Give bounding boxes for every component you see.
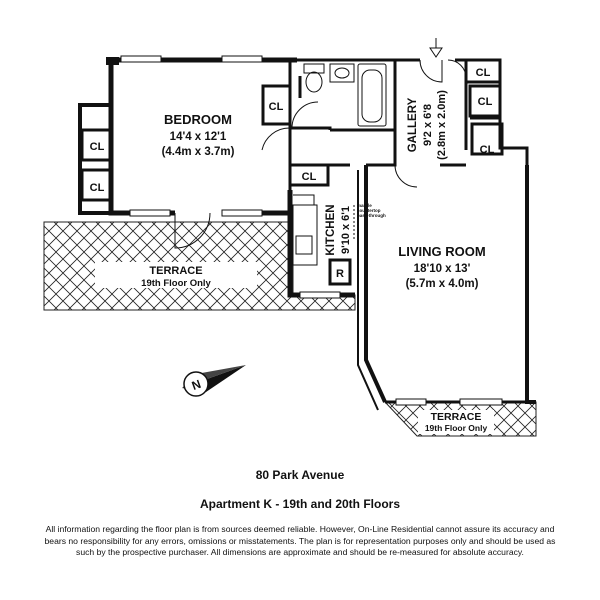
living-room-labels: LIVING ROOM 18'10 x 13' (5.7m x 4.0m) [398, 244, 485, 290]
closet-left-lower [80, 168, 114, 202]
toilet-icon [305, 71, 323, 93]
bedroom-labels: BEDROOM 14'4 x 12'1 (4.4m x 3.7m) [162, 112, 235, 158]
terrace-left-note: 19th Floor Only [141, 278, 211, 289]
kitchen-sink-icon [295, 235, 313, 255]
closet-label: CL [478, 96, 493, 108]
disclaimer: All information regarding the floor plan… [44, 524, 556, 557]
closets: CL CL CL CL CL CL CL [80, 58, 504, 202]
closet-hall [288, 163, 330, 187]
sink-icon [334, 67, 350, 79]
kitchen-counter [292, 204, 318, 266]
closet-label: CL [90, 182, 105, 194]
apartment-title: Apartment K - 19th and 20th Floors [199, 497, 401, 511]
floor-plan: TERRACE 19th Floor Only TERRACE 19th Flo… [43, 38, 537, 437]
closet-right-3 [470, 122, 504, 156]
entry-arrow-icon [429, 38, 443, 58]
gallery-name: GALLERY [407, 97, 419, 152]
closet-right-2 [468, 84, 502, 118]
closet-label: CL [90, 141, 105, 153]
gallery-labels: GALLERY 9'2 x 6'8 (2.8m x 2.0m) [407, 90, 448, 160]
closet-label: CL [302, 171, 317, 183]
terrace-right: TERRACE 19th Floor Only [383, 401, 537, 437]
toilet-tank [303, 63, 325, 74]
terrace-left: TERRACE 19th Floor Only [43, 221, 356, 311]
kitchen: R marble countertop pass-through [292, 194, 386, 286]
kitchen-labels: KITCHEN 9'10 x 6'1 [325, 204, 352, 255]
gallery-metric: (2.8m x 2.0m) [436, 90, 448, 160]
windows [120, 55, 503, 406]
gallery-dims: 9'2 x 6'8 [422, 104, 434, 146]
counter-note-2: countertop [357, 208, 381, 213]
bathtub [357, 63, 387, 127]
kitchen-name: KITCHEN [325, 204, 337, 255]
refrigerator-label: R [336, 268, 344, 280]
terrace-left-label: TERRACE [149, 265, 202, 277]
closet-label: CL [476, 67, 491, 79]
terrace-right-label: TERRACE [431, 411, 482, 423]
doors [174, 59, 467, 249]
terrace-right-note: 19th Floor Only [425, 423, 488, 433]
refrigerator [328, 258, 352, 286]
closet-left-upper [80, 128, 114, 162]
closet-label: CL [269, 101, 284, 113]
closet-bedroom [261, 84, 292, 126]
living-room-metric: (5.7m x 4.0m) [406, 278, 479, 290]
counter-note-3: pass-through [357, 213, 386, 218]
closet-right-1 [464, 58, 502, 84]
kitchen-dims: 9'10 x 6'1 [340, 206, 352, 254]
counter-note-1: marble [357, 203, 372, 208]
address: 80 Park Avenue [255, 468, 345, 482]
bathroom [303, 63, 387, 127]
sink-counter [329, 63, 355, 83]
compass-icon: N [182, 365, 246, 397]
living-room-dims: 18'10 x 13' [414, 263, 471, 275]
living-room-name: LIVING ROOM [398, 244, 485, 259]
bathtub-basin [361, 69, 383, 123]
bedroom-dims: 14'4 x 12'1 [170, 131, 227, 143]
closet-label: CL [480, 144, 495, 156]
bedroom-name: BEDROOM [164, 112, 232, 127]
bedroom-metric: (4.4m x 3.7m) [162, 146, 235, 158]
